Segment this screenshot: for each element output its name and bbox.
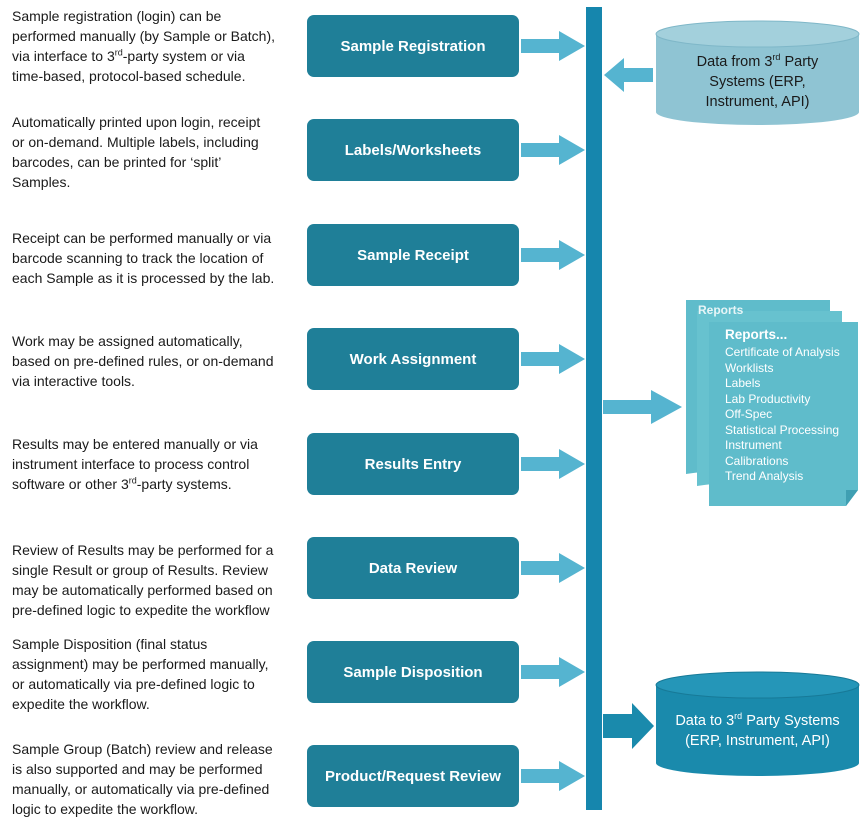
- description-line: Automatically printed upon login, receip…: [12, 114, 261, 130]
- description-line: may be automatically performed based on: [12, 582, 273, 598]
- step-box: Work Assignment: [307, 328, 519, 390]
- reports-pages: [686, 300, 858, 506]
- step-description: Results may be entered manually or via in…: [12, 434, 300, 494]
- description-line: barcodes, can be printed for ‘split’: [12, 154, 222, 170]
- step-arrow-icon: [521, 135, 585, 165]
- report-item: Instrument: [725, 438, 782, 452]
- description-line: barcode scanning to track the location o…: [12, 250, 264, 266]
- description-line: each Sample as it is processed by the la…: [12, 270, 275, 286]
- report-item: Worklists: [725, 360, 774, 375]
- report-item: Lab Productivity: [725, 391, 811, 406]
- step-arrow-icon: [521, 553, 585, 583]
- description-line: or automatically via pre-defined logic t…: [12, 676, 255, 692]
- reports-stack: Reports Reports... Certificate of Analys…: [684, 298, 860, 512]
- step-box: Sample Receipt: [307, 224, 519, 286]
- description-line: assignment) may be performed manually,: [12, 656, 269, 672]
- description-line: performed manually (by Sample or Batch),: [12, 28, 275, 44]
- description-line: Sample registration (login) can be: [12, 8, 222, 24]
- description-line: Review of Results may be performed for a: [12, 542, 274, 558]
- step-box: Product/Request Review: [307, 745, 519, 807]
- description-line: pre-defined logic to expedite the workfl…: [12, 602, 270, 618]
- arrow-from-3rd-party: [604, 58, 653, 92]
- data-to-label: Data to 3rd Party Systems (ERP, Instrumen…: [655, 711, 860, 751]
- step-description: Sample Disposition (final status assignme…: [12, 634, 300, 714]
- cylinder-shape: [655, 671, 860, 776]
- description-line: Samples.: [12, 174, 71, 190]
- cylinder-text-line: Data from 3rd Party: [696, 52, 819, 70]
- step-description: Automatically printed upon login, receip…: [12, 112, 300, 192]
- cylinder-shape: [655, 20, 860, 125]
- step-arrow-icon: [521, 31, 585, 61]
- step-box: Sample Registration: [307, 15, 519, 77]
- step-arrow-icon: [521, 240, 585, 270]
- step-arrow-icon: [521, 449, 585, 479]
- description-line: manually, or automatically via pre-defin…: [12, 781, 270, 797]
- reports-back-title: Reports: [698, 303, 744, 317]
- description-line: Sample Disposition (final status: [12, 636, 208, 652]
- step-box: Labels/Worksheets: [307, 119, 519, 181]
- cylinder-text-line: (ERP, Instrument, API): [685, 733, 830, 749]
- description-line: Work may be assigned automatically,: [12, 333, 243, 349]
- description-line: single Result or group of Results. Revie…: [12, 562, 269, 578]
- description-line: via interactive tools.: [12, 373, 135, 389]
- description-line: or on-demand. Multiple labels, including: [12, 134, 259, 150]
- cylinder-text-line: Instrument, API): [705, 94, 810, 110]
- description-line: software or other 3rd-party systems.: [12, 475, 232, 492]
- report-item: Trend Analysis: [725, 469, 804, 483]
- description-line: Sample Group (Batch) review and release: [12, 741, 273, 757]
- step-description: Work may be assigned automatically, based…: [12, 331, 300, 391]
- step-description: Sample Group (Batch) review and release i…: [12, 739, 300, 819]
- description-line: instrument interface to process control: [12, 456, 250, 472]
- step-description: Review of Results may be performed for a…: [12, 540, 300, 620]
- report-item: Statistical Processing: [725, 422, 840, 437]
- step-box: Results Entry: [307, 433, 519, 495]
- description-line: Results may be entered manually or via: [12, 436, 258, 452]
- step-box: Sample Disposition: [307, 641, 519, 703]
- description-line: logic to expedite the workflow.: [12, 801, 198, 817]
- cylinder-text-line: Data to 3rd Party Systems: [675, 711, 840, 729]
- description-line: via interface to 3rd-party system or via: [12, 47, 245, 64]
- description-line: time-based, protocol-based schedule.: [12, 68, 246, 84]
- workflow-spine: [586, 7, 602, 810]
- description-line: is also supported and may be performed: [12, 761, 263, 777]
- reports-title: Reports...: [725, 327, 788, 342]
- data-to-cylinder: Data to 3rd Party Systems (ERP, Instrumen…: [655, 671, 860, 777]
- arrow-to-reports: [603, 390, 682, 424]
- step-arrow-icon: [521, 344, 585, 374]
- step-description: Receipt can be performed manually or via…: [12, 228, 300, 288]
- description-line: based on pre-defined rules, or on-demand: [12, 353, 274, 369]
- report-item: Certificate of Analysis: [725, 345, 840, 359]
- report-item: Labels: [725, 376, 761, 390]
- report-item: Calibrations: [725, 453, 789, 468]
- report-item: Off-Spec: [725, 407, 773, 421]
- cylinder-text-line: Systems (ERP,: [709, 74, 806, 90]
- arrow-to-3rd-party: [603, 703, 654, 749]
- description-line: Receipt can be performed manually or via: [12, 230, 272, 246]
- step-description: Sample registration (login) can be perfor…: [12, 6, 300, 86]
- step-box: Data Review: [307, 537, 519, 599]
- description-line: expedite the workflow.: [12, 696, 150, 712]
- step-arrow-icon: [521, 657, 585, 687]
- step-arrow-icon: [521, 761, 585, 791]
